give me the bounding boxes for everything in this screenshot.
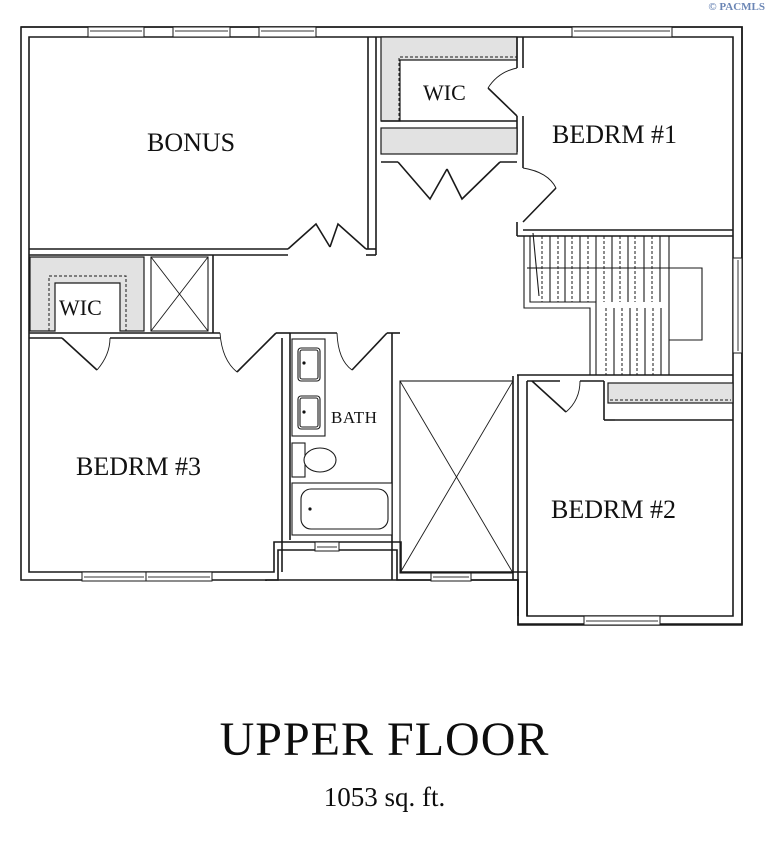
bath-walls (290, 332, 400, 536)
room-label-bonus: BONUS (147, 128, 236, 157)
bedrm-3-walls (219, 332, 291, 572)
bonus-walls (29, 37, 377, 256)
floor-title: UPPER FLOOR (219, 713, 550, 766)
room-label-bedrm-3: BEDRM #3 (76, 452, 201, 481)
windows (81, 26, 743, 626)
linen-closet (150, 255, 214, 333)
room-label-bath: BATH (331, 408, 378, 427)
room-label-wic-1: WIC (423, 80, 466, 105)
staircase (523, 232, 703, 376)
wic-3-walls (29, 256, 220, 371)
room-label-bedrm-2: BEDRM #2 (551, 495, 676, 524)
bedrm-1-walls (516, 167, 733, 237)
floor-area: 1053 sq. ft. (323, 782, 446, 812)
wic-1-walls (380, 36, 524, 201)
room-label-bedrm-1: BEDRM #1 (552, 120, 677, 149)
floor-plan-drawing (20, 26, 743, 626)
bedrm-2-walls (517, 374, 734, 616)
copyright-watermark: © PACMLS (708, 1, 765, 13)
room-label-wic-3: WIC (59, 295, 102, 320)
open-to-below (391, 376, 514, 580)
